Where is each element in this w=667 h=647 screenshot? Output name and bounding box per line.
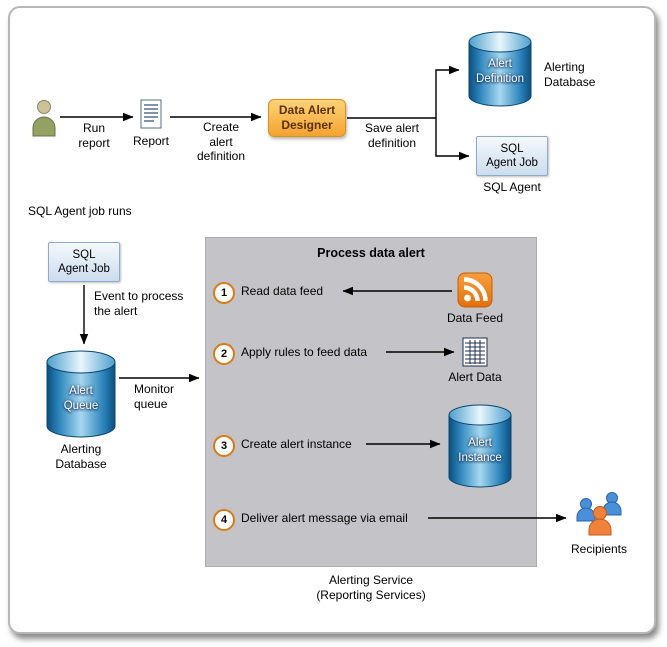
- create-alert-definition-label: Create alert definition: [196, 120, 246, 164]
- data-alert-designer-box: Data Alert Designer: [268, 99, 346, 137]
- save-alert-definition-label: Save alert definition: [364, 121, 420, 150]
- alert-data-document-icon: [462, 337, 488, 367]
- alert-instance-database: Alert Instance: [448, 404, 512, 488]
- process-data-alert-title: Process data alert: [317, 246, 425, 260]
- step-3-badge: 3: [213, 435, 235, 457]
- database-cylinder-icon: [448, 404, 512, 488]
- sql-agent-job-box-top: SQL Agent Job: [476, 136, 548, 176]
- database-cylinder-icon: [468, 31, 532, 107]
- event-to-process-label: Event to process the alert: [94, 289, 184, 318]
- step-1-badge: 1: [213, 282, 235, 304]
- data-feed-label: Data Feed: [446, 311, 504, 325]
- alert-queue-database: Alert Queue: [46, 350, 116, 438]
- step-2-label: Apply rules to feed data: [241, 345, 368, 359]
- sql-agent-job-runs-label: SQL Agent job runs: [28, 204, 132, 218]
- alerting-database-top-label: Alerting Database: [544, 60, 596, 89]
- alert-definition-database: Alert Definition: [468, 31, 532, 107]
- sql-agent-label: SQL Agent: [483, 180, 541, 194]
- monitor-queue-label: Monitor queue: [134, 382, 175, 411]
- recipients-label: Recipients: [570, 542, 628, 556]
- step-1-label: Read data feed: [241, 284, 324, 298]
- database-cylinder-icon: [46, 350, 116, 438]
- step-3-label: Create alert instance: [241, 437, 352, 451]
- report-document-icon: [140, 99, 162, 129]
- alert-queue-label: Alert Queue: [63, 385, 99, 412]
- step-4-label: Deliver alert message via email: [241, 511, 408, 525]
- run-report-label: Run report: [78, 121, 110, 150]
- alert-data-label: Alert Data: [448, 370, 502, 384]
- sql-agent-job-box-middle: SQL Agent Job: [48, 242, 120, 282]
- alert-instance-label: Alert Instance: [458, 437, 502, 464]
- recipients-people-icon: [574, 491, 624, 539]
- step-2-badge: 2: [213, 343, 235, 365]
- step-4-badge: 4: [213, 509, 235, 531]
- user-icon: [30, 99, 58, 137]
- rss-feed-icon: [457, 272, 493, 308]
- alerting-database-middle-label: Alerting Database: [55, 442, 107, 471]
- alert-definition-label: Alert Definition: [476, 58, 524, 85]
- alerting-service-caption: Alerting Service (Reporting Services): [316, 573, 426, 602]
- report-label: Report: [132, 134, 170, 148]
